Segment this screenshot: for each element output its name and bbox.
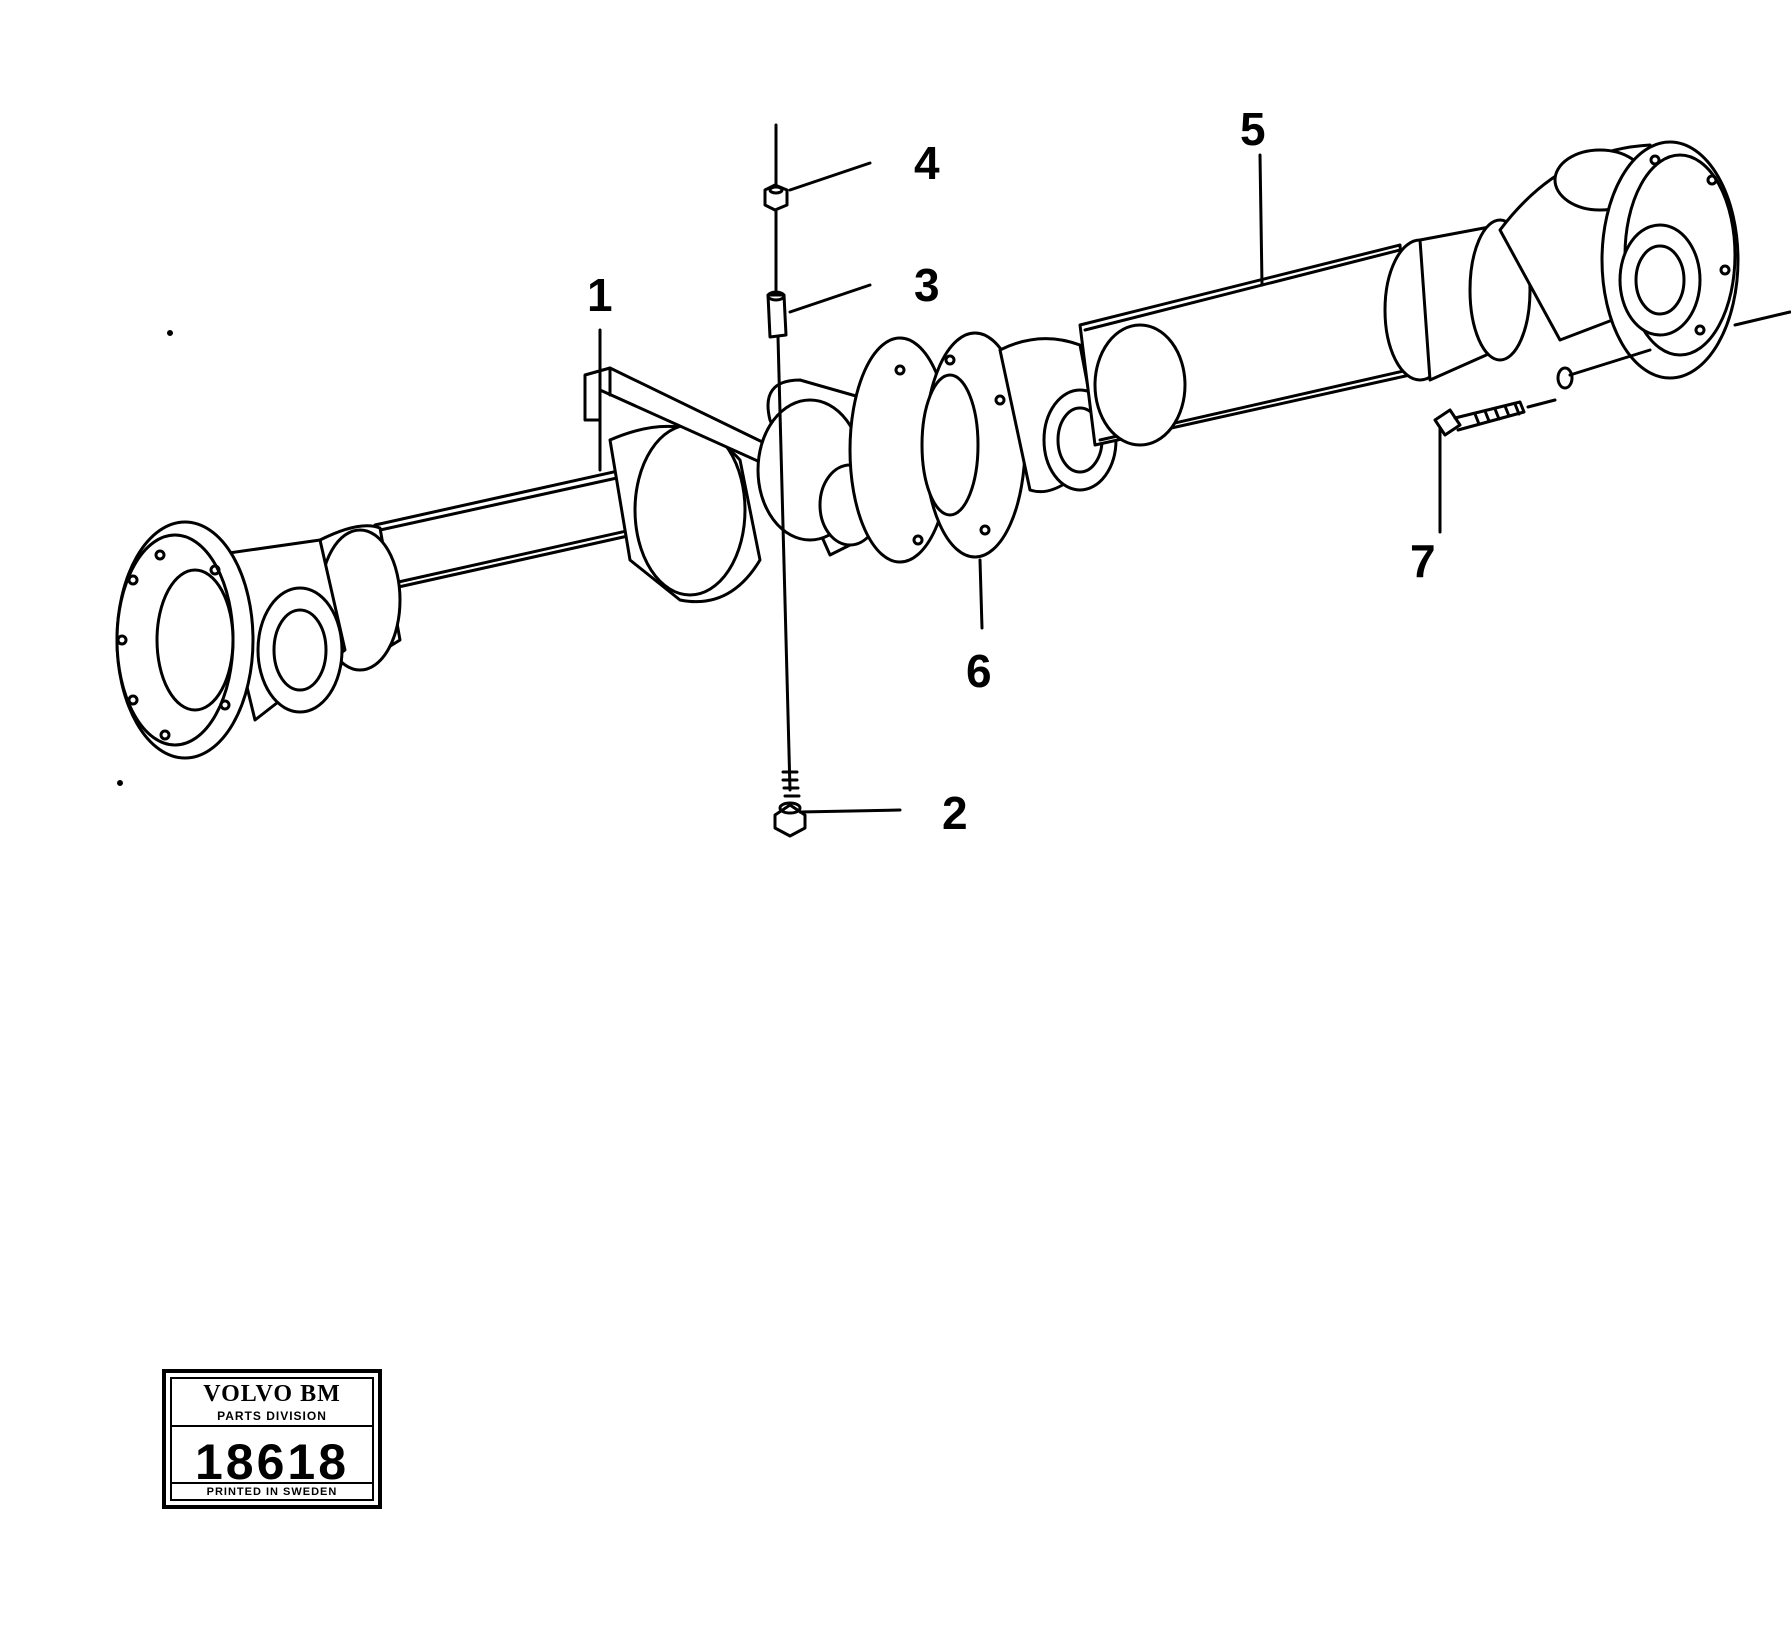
callout-item-1: 1 [587, 269, 613, 321]
leader-lines [598, 153, 1264, 814]
stamp-frame: VOLVO BM PARTS DIVISION 18618 PRINTED IN… [170, 1377, 374, 1501]
bolt-item-7 [1433, 348, 1652, 534]
right-flange-yoke [1498, 140, 1791, 380]
callout-item-4: 4 [914, 137, 940, 189]
callout-item-6: 6 [966, 645, 992, 697]
rear-shaft [1078, 218, 1532, 447]
left-flange-yoke [115, 520, 347, 760]
callout-item-7: 7 [1410, 535, 1436, 587]
callout-item-3: 3 [914, 259, 940, 311]
support-bearing-housing [608, 423, 762, 604]
stamp-printed-in: PRINTED IN SWEDEN [172, 1482, 372, 1499]
fastener-stack [763, 123, 807, 838]
callout-item-2: 2 [942, 787, 968, 839]
stamp-brand: VOLVO BM [203, 1381, 341, 1407]
stamp-division: PARTS DIVISION [172, 1409, 372, 1427]
coupling-flange [756, 331, 1027, 564]
callout-item-5: 5 [1240, 103, 1266, 155]
parts-division-stamp: VOLVO BM PARTS DIVISION 18618 PRINTED IN… [162, 1369, 382, 1509]
stamp-drawing-number: 18618 [194, 1434, 350, 1490]
